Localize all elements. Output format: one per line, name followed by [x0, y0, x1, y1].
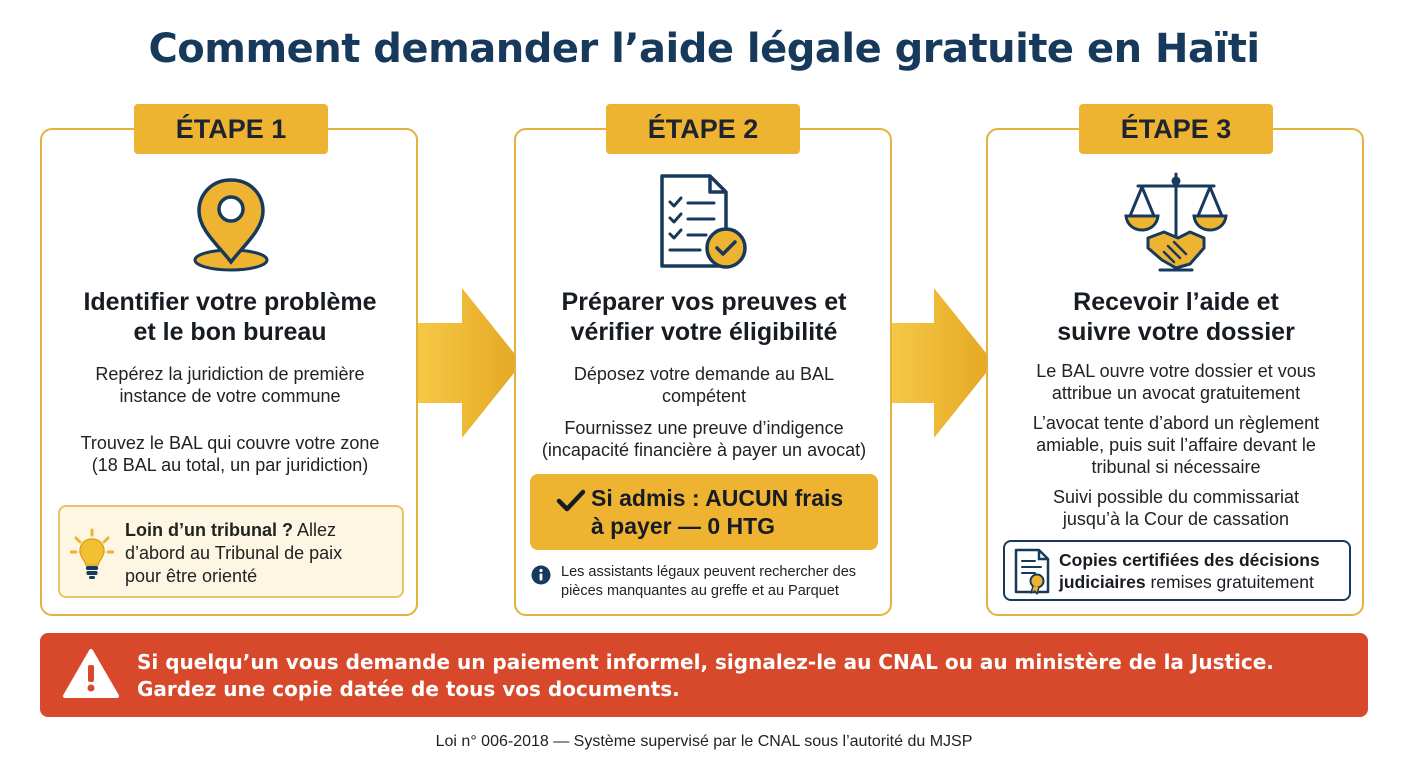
free-of-charge-text: Si admis : AUCUN frais à payer — 0 HTG — [591, 485, 844, 539]
tip-text: Loin d’un tribunal ? Allez d’abord au Tr… — [125, 520, 343, 586]
step-1-paragraph-1: Repérez la juridiction de première insta… — [95, 364, 365, 406]
arrow-right-icon — [418, 288, 522, 438]
lightbulb-icon — [70, 528, 114, 579]
warning-triangle-icon — [63, 649, 119, 698]
certified-copies-box — [1003, 540, 1351, 601]
checklist-document-icon — [660, 174, 747, 269]
step-2-badge: ÉTAPE 2 — [606, 104, 800, 154]
info-icon — [531, 565, 551, 585]
assistants-note: Les assistants légaux peuvent rechercher… — [561, 564, 857, 599]
arrow-right-icon — [890, 288, 994, 438]
warning-banner — [40, 633, 1368, 717]
step-1-badge: ÉTAPE 1 — [134, 104, 328, 154]
scales-handshake-icon — [1124, 172, 1228, 272]
free-of-charge-box — [530, 474, 878, 550]
step-1-heading: Identifier votre problème et le bon bure… — [83, 288, 377, 346]
step-2-paragraph-2: Fournissez une preuve d’indigence (incap… — [541, 418, 867, 460]
step-2-heading: Préparer vos preuves et vérifier votre é… — [561, 288, 847, 346]
step-3-heading: Recevoir l’aide et suivre votre dossier — [1057, 288, 1295, 346]
page-title: Comment demander l’aide légale gratuite … — [148, 26, 1260, 72]
certified-copies-text: Copies certifiées des décisions judiciai… — [1059, 550, 1320, 592]
tip-box — [58, 505, 404, 598]
step-2-paragraph-1: Déposez votre demande au BAL compétent — [573, 364, 835, 406]
step-1-paragraph-2: Trouvez le BAL qui couvre votre zone (18… — [80, 433, 380, 475]
step-3-paragraph-2: L’avocat tente d’abord un règlement amia… — [1032, 413, 1320, 477]
step-3-paragraph-1: Le BAL ouvre votre dossier et vous attri… — [1036, 361, 1316, 403]
location-pin-icon — [193, 178, 269, 272]
certificate-icon — [1014, 548, 1050, 595]
step-3-paragraph-3: Suivi possible du commissariat jusqu’à l… — [1052, 487, 1300, 529]
warning-text: Si quelqu’un vous demande un paiement in… — [137, 650, 1274, 701]
footer-legal-note: Loi n° 006-2018 — Système supervisé par … — [435, 733, 973, 750]
checkmark-icon — [556, 489, 586, 512]
step-3-badge: ÉTAPE 3 — [1079, 104, 1273, 154]
